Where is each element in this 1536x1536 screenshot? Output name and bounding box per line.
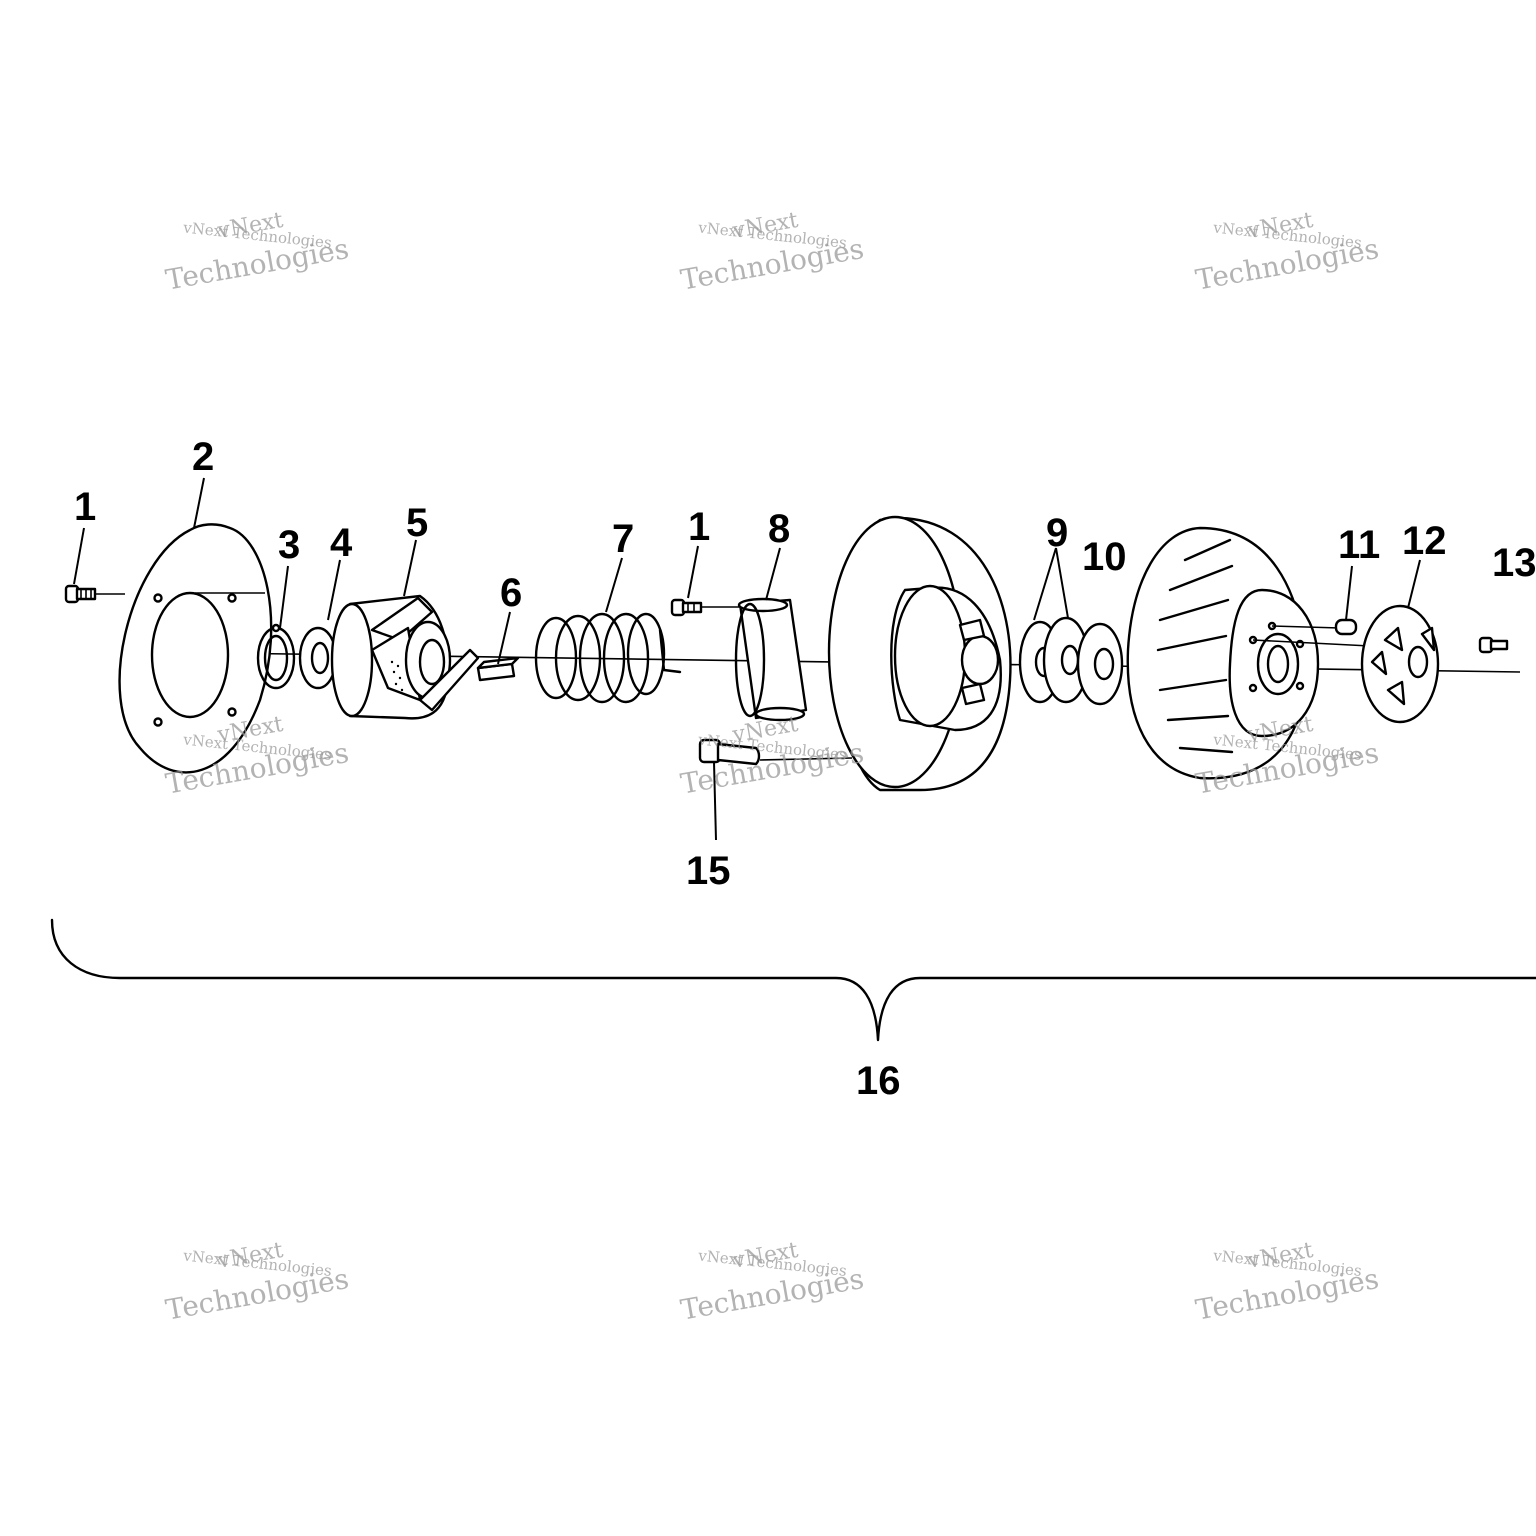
callout-6: 6 bbox=[500, 571, 522, 615]
part-8-bushing-ring bbox=[734, 597, 808, 722]
callout-1-right: 1 bbox=[688, 505, 710, 549]
part-7-spring bbox=[534, 612, 682, 704]
callout-2: 2 bbox=[192, 435, 214, 479]
callout-9: 9 bbox=[1046, 511, 1068, 555]
assembly-bracket bbox=[50, 918, 1536, 1042]
callout-5: 5 bbox=[406, 501, 428, 545]
callout-1-left: 1 bbox=[74, 485, 96, 529]
callout-7: 7 bbox=[612, 517, 634, 561]
part-12-cover bbox=[1360, 604, 1440, 724]
callout-11: 11 bbox=[1338, 523, 1380, 567]
part-3-snap-ring bbox=[256, 623, 296, 690]
callout-4: 4 bbox=[330, 521, 353, 565]
part-10-washer bbox=[1076, 622, 1124, 706]
callout-labels: 1 2 3 4 5 6 7 1 8 9 10 11 12 13 15 16 bbox=[74, 435, 1536, 1103]
callout-15: 15 bbox=[686, 849, 731, 893]
leader-lines bbox=[73, 477, 1421, 841]
part-2-cover-plate bbox=[118, 523, 273, 774]
callout-8: 8 bbox=[768, 507, 790, 551]
part-1-bolt bbox=[64, 584, 97, 604]
part-13-bolt bbox=[1478, 636, 1509, 654]
callout-12: 12 bbox=[1402, 519, 1447, 563]
part-5-cam bbox=[330, 594, 480, 720]
callout-3: 3 bbox=[278, 523, 300, 567]
callout-13: 13 bbox=[1492, 541, 1536, 585]
part-15-fitting bbox=[698, 738, 761, 766]
part-6-key bbox=[476, 656, 520, 682]
part-11-pin bbox=[1334, 618, 1358, 636]
part-1-bolt-second bbox=[670, 598, 740, 617]
callout-16: 16 bbox=[856, 1059, 901, 1103]
part-4-washer bbox=[298, 626, 338, 690]
sheave-movable bbox=[759, 515, 1012, 792]
callout-10: 10 bbox=[1082, 535, 1127, 579]
sheave-fixed-fan bbox=[1126, 526, 1371, 780]
